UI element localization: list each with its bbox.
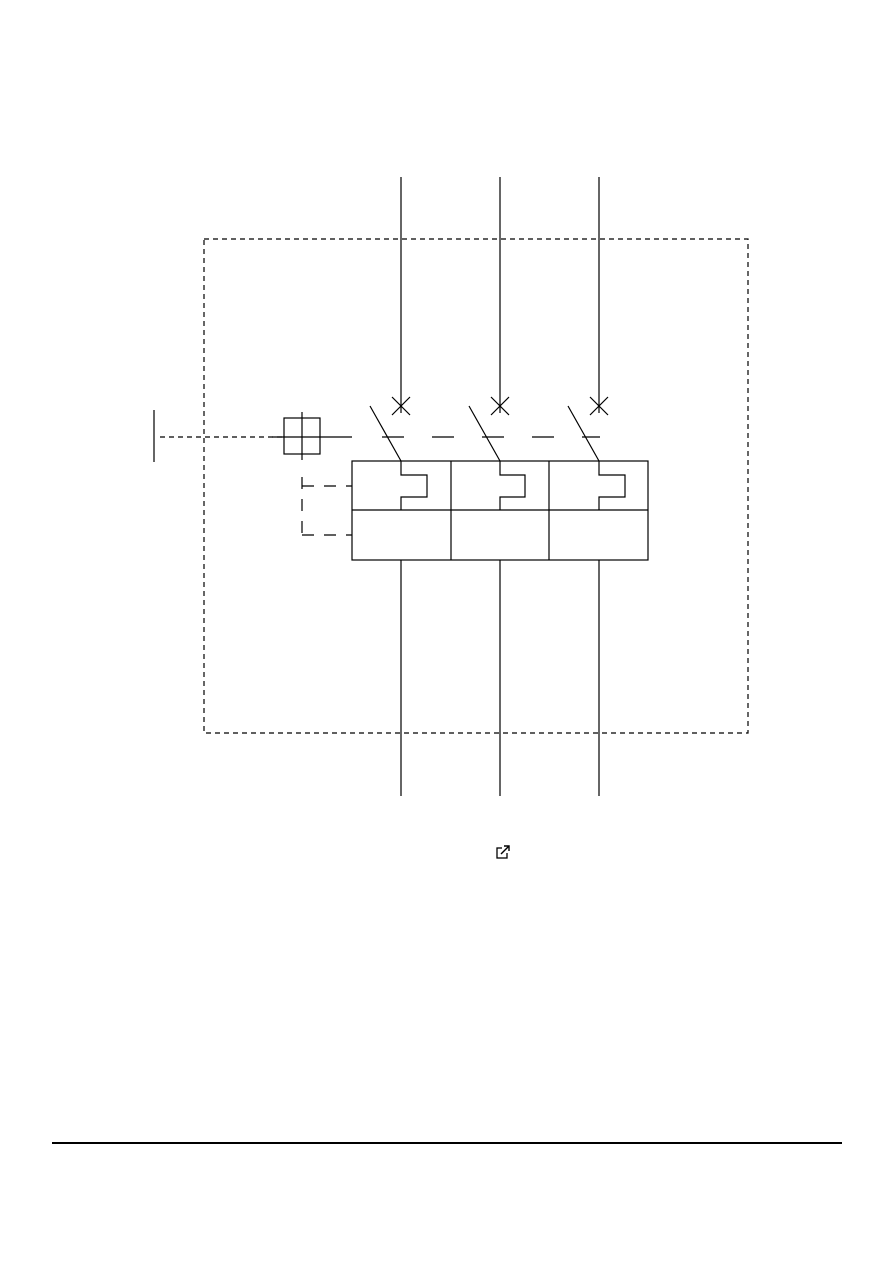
pole-2-contact (468, 405, 501, 462)
external-link-icon[interactable] (496, 845, 510, 859)
release-block (351, 460, 649, 561)
footer-divider (52, 1142, 842, 1144)
pole-2 (468, 177, 526, 796)
pole-1-terminal-x (391, 396, 411, 416)
trip-feedback-linkage (301, 477, 352, 536)
pole-1 (369, 177, 428, 796)
pole-3-terminal-x (589, 396, 609, 416)
pole-2-terminal-x (490, 396, 510, 416)
pole-2-trip-element (499, 461, 526, 510)
pole-3 (567, 177, 626, 796)
actuator-lock-symbol (272, 412, 352, 460)
pole-3-trip-element (598, 461, 626, 510)
device-enclosure (203, 238, 749, 734)
pole-1-trip-element (400, 461, 428, 510)
pole-3-contact (567, 405, 600, 462)
pole-1-contact (369, 405, 402, 462)
